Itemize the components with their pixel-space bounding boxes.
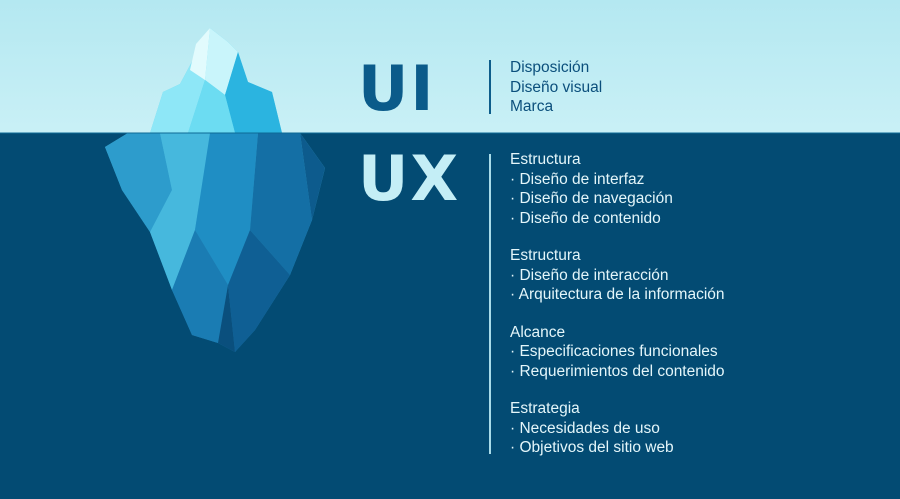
iceberg-underwater (105, 133, 325, 352)
ui-item-brand: Marca (510, 98, 554, 115)
ux-group-heading: Estrategia (510, 400, 580, 417)
ux-group-item: · Requerimientos del contenido (510, 362, 725, 380)
ui-item-layout: Disposición (510, 59, 590, 76)
ux-divider (489, 154, 491, 454)
ux-group-item: · Arquitectura de la información (510, 286, 725, 303)
ux-group-item: · Objetivos del sitio web (510, 439, 674, 456)
ux-group-item: · Diseño de contenido (510, 209, 661, 227)
ux-group-heading: Estructura (510, 247, 581, 264)
ux-title: UX (358, 142, 461, 215)
ui-title: UI (358, 52, 436, 125)
ux-group-item: · Diseño de interacción (510, 266, 669, 284)
iceberg-tip (150, 28, 282, 133)
ux-group-scope: Alcance · Especificaciones funcionales ·… (510, 323, 725, 382)
ux-group-strategy: Estrategia · Necesidades de uso · Objeti… (510, 399, 725, 458)
ui-list: Disposición Diseño visual Marca (510, 58, 602, 117)
ux-group-heading: Alcance (510, 323, 566, 341)
ux-group-item: · Necesidades de uso (510, 419, 660, 437)
ui-item-visual-design: Diseño visual (510, 78, 603, 96)
ux-group-heading: Estructura (510, 151, 581, 168)
ux-list: Estructura · Diseño de interfaz · Diseño… (510, 150, 725, 476)
ui-divider (489, 60, 491, 114)
sky-area (0, 0, 900, 133)
ux-group-structure-2: Estructura · Diseño de interacción · Arq… (510, 246, 725, 305)
ux-group-structure: Estructura · Diseño de interfaz · Diseño… (510, 150, 725, 228)
ux-group-item: · Especificaciones funcionales (510, 343, 718, 360)
ux-group-item: · Diseño de navegación (510, 190, 673, 207)
ux-group-item: · Diseño de interfaz (510, 170, 645, 188)
